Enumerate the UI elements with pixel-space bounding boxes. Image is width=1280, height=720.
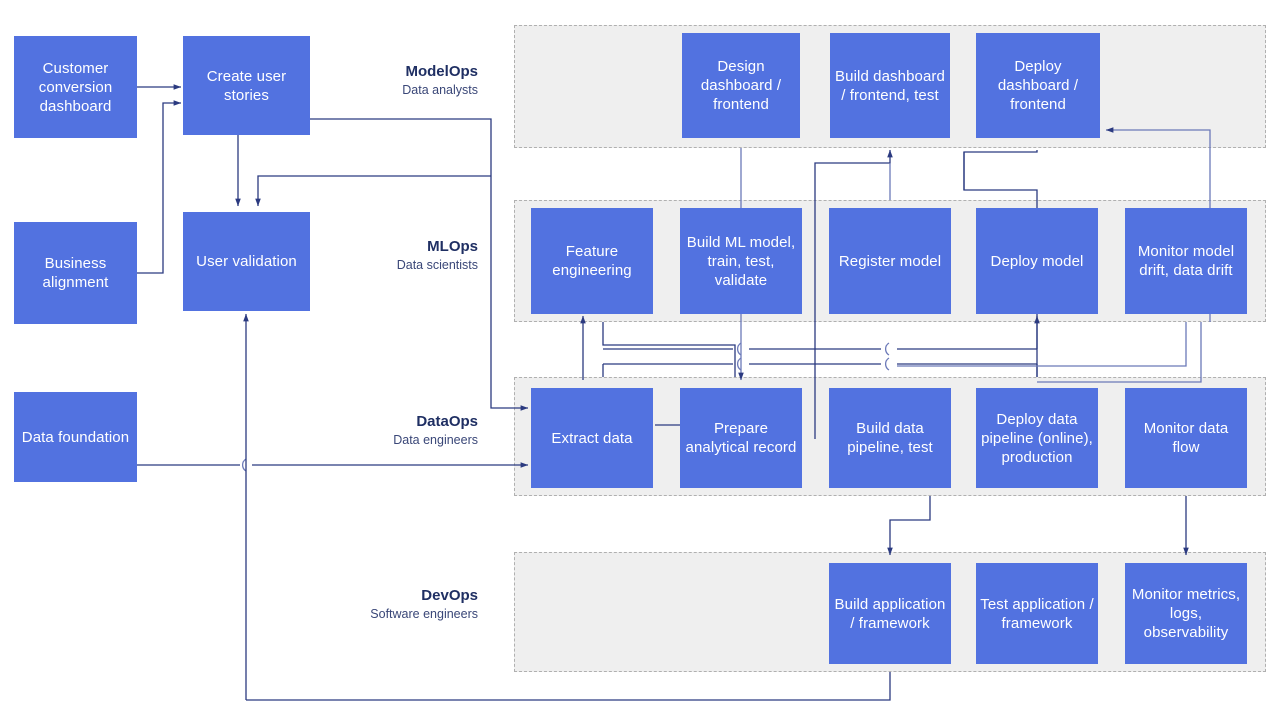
lane-label-devops: DevOps Software engineers bbox=[300, 587, 478, 622]
node-label: Create user stories bbox=[206, 67, 287, 104]
node-label: Monitor model drift, data drift bbox=[1137, 243, 1235, 279]
node-label: Design dashboard / frontend bbox=[700, 58, 782, 113]
node-label: Register model bbox=[838, 252, 942, 270]
edge-alignment-to-stories bbox=[137, 100, 182, 274]
hop-upper-b bbox=[885, 342, 890, 356]
lane-label-dataops: DataOps Data engineers bbox=[300, 413, 478, 448]
node-label: User validation bbox=[196, 253, 297, 270]
lane-label-mlops: MLOps Data scientists bbox=[300, 238, 478, 273]
node-deploy-data-pipeline[interactable]: Deploy data pipeline (online), productio… bbox=[976, 388, 1098, 488]
node-label: Build ML model, train, test, validate bbox=[686, 233, 796, 289]
node-deploy-dashboard-frontend[interactable]: Deploy dashboard / frontend bbox=[976, 33, 1100, 138]
node-customer-conversion-dashboard[interactable]: Customer conversion dashboard bbox=[14, 36, 137, 138]
node-build-application-framework[interactable]: Build application / framework bbox=[829, 563, 951, 664]
lane-title-devops: DevOps bbox=[421, 587, 478, 604]
node-create-user-stories[interactable]: Create user stories bbox=[183, 36, 310, 135]
node-label: Business alignment bbox=[42, 255, 109, 291]
node-test-application-framework[interactable]: Test application / framework bbox=[976, 563, 1098, 664]
node-label: Monitor metrics, logs, observability bbox=[1131, 586, 1241, 641]
edge-deploy-pipeline-to-build-app bbox=[887, 496, 931, 556]
node-label: Extract data bbox=[551, 429, 633, 447]
node-label: Deploy dashboard / frontend bbox=[997, 58, 1079, 113]
node-prepare-analytical-record[interactable]: Prepare analytical record bbox=[680, 388, 802, 488]
lane-label-modelops: ModelOps Data analysts bbox=[300, 63, 478, 98]
lane-title-modelops: ModelOps bbox=[405, 63, 478, 80]
node-extract-data[interactable]: Extract data bbox=[531, 388, 653, 488]
node-data-foundation[interactable]: Data foundation bbox=[14, 392, 137, 482]
node-feature-engineering[interactable]: Feature engineering bbox=[531, 208, 653, 314]
hop-upper-a bbox=[737, 342, 742, 356]
node-label: Build data pipeline, test bbox=[847, 420, 933, 456]
lane-subtitle-dataops: Data engineers bbox=[393, 433, 478, 447]
node-label: Test application / framework bbox=[980, 595, 1094, 632]
edge-hop-datafoundation bbox=[242, 458, 247, 472]
lane-subtitle-mlops: Data scientists bbox=[396, 258, 478, 272]
node-design-dashboard-frontend[interactable]: Design dashboard / frontend bbox=[682, 33, 800, 138]
node-label: Prepare analytical record bbox=[685, 420, 797, 456]
lane-title-mlops: MLOps bbox=[427, 238, 478, 255]
node-monitor-data-flow[interactable]: Monitor data flow bbox=[1125, 388, 1247, 488]
node-deploy-model[interactable]: Deploy model bbox=[976, 208, 1098, 314]
node-business-alignment[interactable]: Business alignment bbox=[14, 222, 137, 324]
edge-loop-to-validation bbox=[255, 175, 491, 207]
node-monitor-model-drift[interactable]: Monitor model drift, data drift bbox=[1125, 208, 1247, 314]
node-user-validation[interactable]: User validation bbox=[183, 212, 310, 311]
node-label: Deploy model bbox=[990, 252, 1084, 270]
node-label: Build dashboard / frontend, test bbox=[835, 67, 945, 104]
node-label: Customer conversion dashboard bbox=[38, 59, 113, 115]
edge-monitor-drift-bus bbox=[897, 322, 1187, 367]
node-label: Feature engineering bbox=[552, 243, 632, 279]
hop-lower-a bbox=[737, 357, 742, 371]
node-build-dashboard-frontend-test[interactable]: Build dashboard / frontend, test bbox=[830, 33, 950, 138]
node-build-ml-model[interactable]: Build ML model, train, test, validate bbox=[680, 208, 802, 314]
lane-subtitle-modelops: Data analysts bbox=[402, 83, 478, 97]
hop-lower-b bbox=[885, 357, 890, 371]
node-label: Deploy data pipeline (online), productio… bbox=[981, 410, 1093, 466]
lane-title-dataops: DataOps bbox=[416, 413, 478, 430]
node-label: Data foundation bbox=[21, 428, 130, 446]
node-label: Monitor data flow bbox=[1143, 420, 1229, 456]
edge-monitor-drift-bus-2 bbox=[1037, 322, 1202, 383]
node-build-data-pipeline-test[interactable]: Build data pipeline, test bbox=[829, 388, 951, 488]
edge-feature-eng-down bbox=[602, 322, 736, 377]
lane-subtitle-devops: Software engineers bbox=[370, 607, 478, 621]
node-monitor-metrics-logs[interactable]: Monitor metrics, logs, observability bbox=[1125, 563, 1247, 664]
node-register-model[interactable]: Register model bbox=[829, 208, 951, 314]
edge-build-app-to-return bbox=[246, 672, 891, 701]
node-label: Build application / framework bbox=[834, 595, 946, 632]
